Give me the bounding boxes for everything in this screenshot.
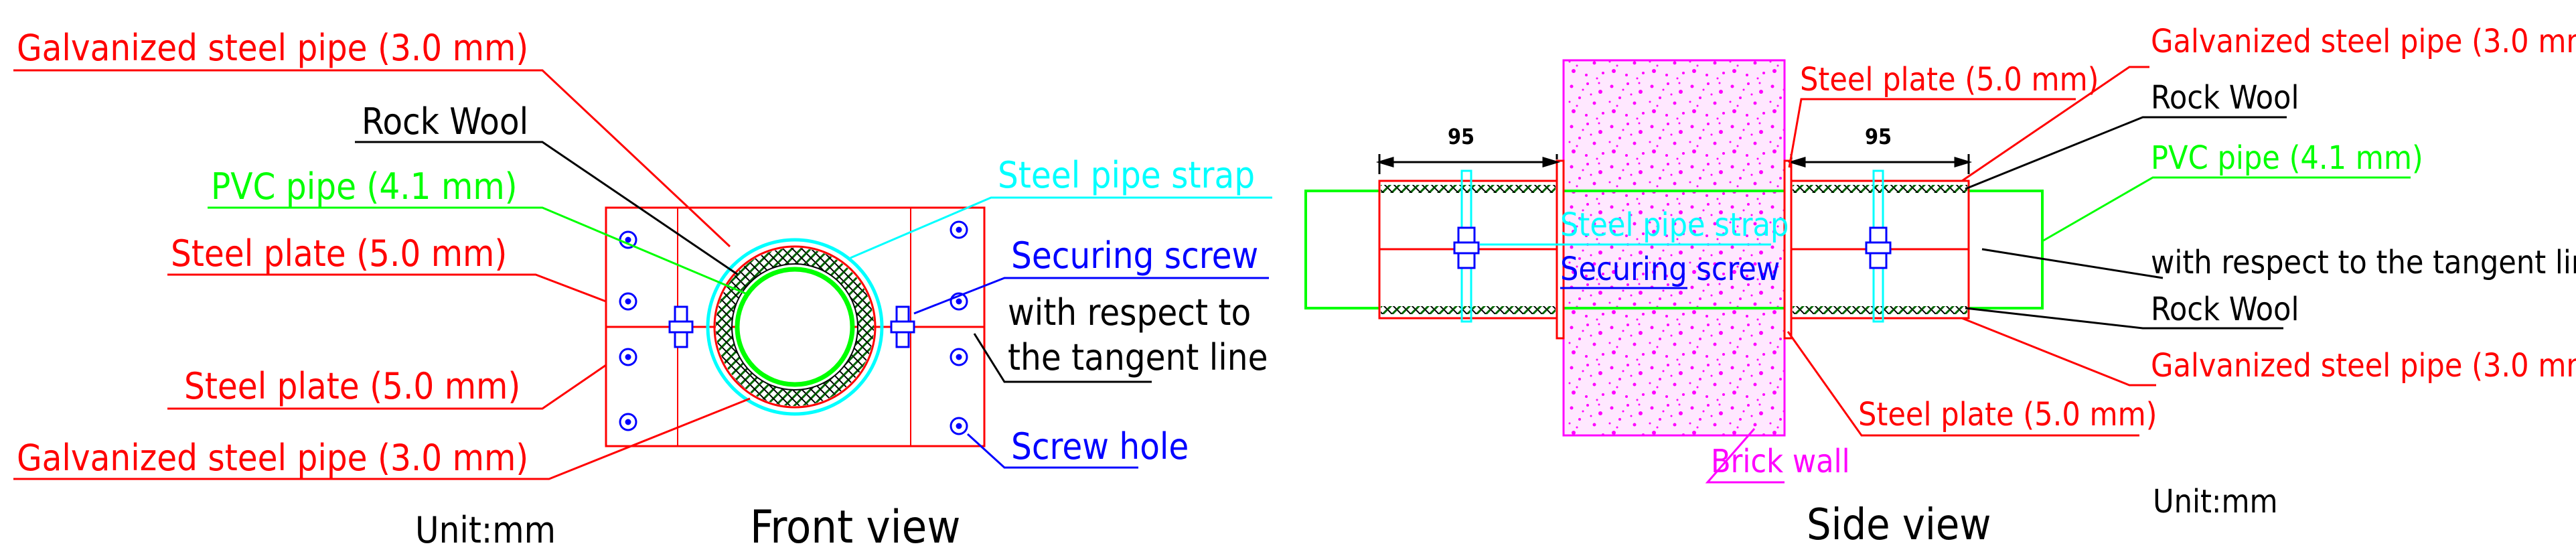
front-pvc-pipe	[735, 267, 855, 387]
front-rock-wool-outline	[731, 263, 858, 391]
label-steel-pipe-strap: Steel pipe strap	[998, 154, 1255, 196]
leader-plate-1	[167, 273, 607, 303]
side-rock-wool-right-bottom	[1793, 306, 1967, 314]
side-label-pvc-pipe: PVC pipe (4.1 mm)	[2151, 139, 2423, 177]
label-galvanized-pipe-top: Galvanized steel pipe (3.0 mm)	[17, 27, 528, 69]
leader-galv-top	[13, 69, 731, 248]
side-leader-plate-top	[1788, 98, 2076, 168]
side-leader-pvc	[2042, 176, 2411, 242]
label-tangent-1: with respect to	[1008, 291, 1251, 334]
side-leader-rock-wool-bottom	[1965, 307, 2283, 330]
label-securing-screw: Securing screw	[1011, 234, 1258, 277]
side-rock-wool-right-top	[1793, 185, 1967, 193]
side-label-rock-wool-top: Rock Wool	[2151, 79, 2299, 117]
leader-strap	[850, 196, 1272, 259]
side-steel-plate-left	[1556, 159, 1565, 340]
leader-galv-bottom	[13, 397, 751, 480]
dimension-right	[1787, 154, 1973, 174]
side-label-galvanized-pipe-top: Galvanized steel pipe (3.0 mm)	[2151, 23, 2576, 60]
leader-plate-2	[167, 364, 607, 410]
side-rock-wool-left-bottom	[1381, 306, 1556, 314]
front-view-title: Front view	[750, 501, 960, 554]
side-leader-brick	[1705, 428, 1785, 484]
front-unit: Unit:mm	[415, 509, 556, 551]
leader-pvc	[208, 206, 749, 296]
side-view-title: Side view	[1807, 500, 1991, 550]
brick-wall	[1562, 59, 1786, 437]
side-pipe-right	[1790, 180, 1970, 320]
side-label-steel-plate-top: Steel plate (5.0 mm)	[1800, 61, 2099, 98]
front-view: Galvanized steel pipe (3.0 mm) Rock Wool…	[13, 27, 1272, 554]
side-steel-plate-right	[1783, 159, 1793, 340]
label-galvanized-pipe-bottom: Galvanized steel pipe (3.0 mm)	[17, 437, 528, 479]
side-pvc-pipe	[1304, 190, 2044, 309]
side-label-steel-pipe-strap: Steel pipe strap	[1560, 206, 1789, 244]
side-leader-galv-bottom	[1961, 317, 2156, 387]
label-rock-wool: Rock Wool	[362, 100, 528, 143]
dimension-left	[1375, 154, 1561, 174]
side-label-galvanized-pipe-bottom: Galvanized steel pipe (3.0 mm)	[2151, 347, 2576, 384]
side-label-brick-wall: Brick wall	[1711, 443, 1850, 480]
side-label-steel-plate-bottom: Steel plate (5.0 mm)	[1858, 396, 2157, 433]
side-leader-plate-bottom	[1787, 331, 2139, 437]
side-rock-wool-left-top	[1381, 185, 1556, 193]
side-unit: Unit:mm	[2153, 483, 2278, 520]
front-galvanized-pipe	[713, 245, 877, 409]
side-strap-left	[1453, 169, 1480, 323]
side-leader-galv-top	[1961, 66, 2149, 182]
side-view: 95 95 Steel plate (5.0 mm) Galvanized st…	[1304, 23, 2576, 550]
leader-screw-hole	[966, 433, 1138, 469]
front-securing-screws	[668, 305, 915, 348]
front-rock-wool	[716, 248, 874, 406]
label-steel-plate-1: Steel plate (5.0 mm)	[171, 232, 507, 275]
side-label-rock-wool-bottom: Rock Wool	[2151, 291, 2299, 328]
side-label-securing-screw: Securing screw	[1560, 251, 1780, 288]
leader-securing	[913, 277, 1269, 315]
front-screw-holes	[619, 220, 968, 435]
side-leader-rock-wool-top	[1965, 116, 2287, 190]
label-steel-plate-2: Steel plate (5.0 mm)	[184, 365, 520, 407]
leader-tangent	[973, 333, 1152, 383]
label-tangent-2: the tangent line	[1008, 336, 1268, 378]
side-leader-tangent	[1981, 248, 2164, 279]
side-strap-right	[1865, 169, 1892, 323]
label-screw-hole: Screw hole	[1011, 425, 1189, 468]
side-label-tangent: with respect to the tangent line	[2151, 244, 2576, 281]
dimension-left-value: 95	[1448, 124, 1474, 149]
front-pipe-strap	[706, 238, 884, 416]
label-pvc-pipe: PVC pipe (4.1 mm)	[211, 165, 518, 208]
dimension-right-value: 95	[1865, 124, 1892, 149]
leader-rock-wool	[355, 141, 739, 276]
